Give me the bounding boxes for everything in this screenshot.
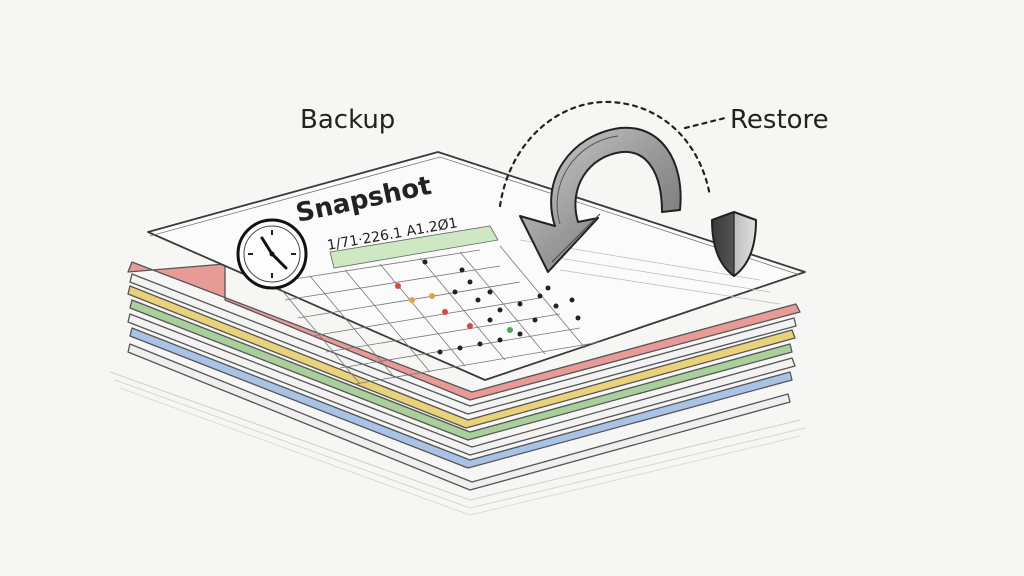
sheet-stack: [127, 261, 801, 491]
stack-shadow: [109, 371, 806, 516]
table-header-band: [329, 225, 499, 269]
shield-icon: [711, 211, 757, 277]
snapshot-sheet: Snapshot 1/71·226.1 A1.2Ø1: [147, 151, 806, 385]
sheet-white-2: [129, 273, 797, 415]
sheet-blue: [129, 327, 793, 469]
restore-dashed-connector: [683, 116, 727, 130]
curved-arrow-icon: [519, 126, 682, 273]
backup-label: Backup: [300, 105, 395, 135]
clock-icon: [236, 218, 308, 290]
sheet-bottom: [127, 343, 791, 491]
data-dots: [395, 259, 581, 355]
sheet-red: [127, 261, 801, 401]
sheet-yellow: [127, 285, 796, 429]
restore-label: Restore: [730, 105, 829, 135]
snapshot-table-grid: [274, 245, 601, 385]
restore-dashed-path: [498, 100, 712, 208]
sheet-white-1: [127, 313, 796, 456]
sheet-green: [129, 299, 793, 441]
